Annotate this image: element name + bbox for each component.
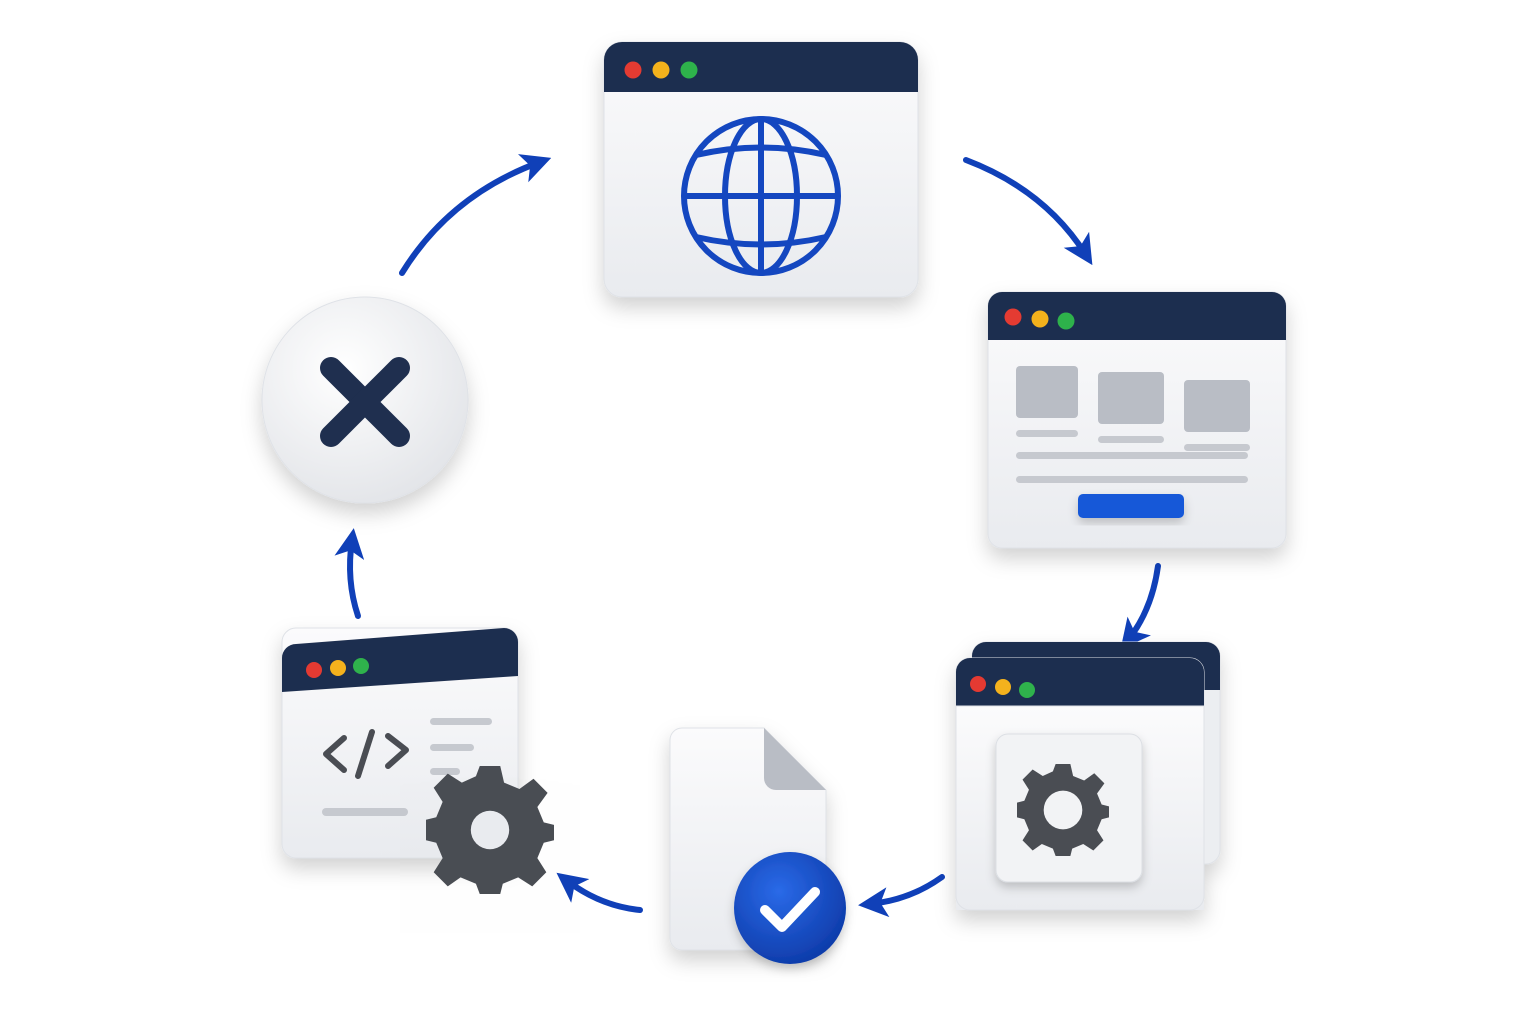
close-icon [320, 357, 410, 447]
minimize-dot [1031, 310, 1049, 328]
arrow-cancel-to-globe [399, 154, 552, 276]
cta-button[interactable] [1078, 494, 1184, 518]
text-line [1184, 444, 1250, 451]
gear-icon [426, 766, 554, 894]
cancel-button[interactable] [261, 296, 469, 504]
check-badge [734, 852, 846, 964]
stacked-config-window[interactable] [955, 641, 1221, 911]
code-build-window[interactable] [281, 627, 554, 894]
minimize-dot [330, 660, 346, 676]
arrow-layout-to-config [1120, 563, 1161, 650]
text-line [322, 808, 408, 816]
text-line [430, 768, 460, 775]
maximize-dot [1057, 312, 1075, 330]
close-dot [306, 662, 322, 678]
maximize-dot [1019, 682, 1035, 698]
check-icon [760, 887, 820, 932]
code-icon [323, 729, 409, 779]
text-line [430, 718, 492, 725]
maximize-dot [353, 658, 369, 674]
cycle-arrows [334, 154, 1161, 918]
image-placeholder [1016, 366, 1078, 418]
text-line [1016, 476, 1248, 483]
image-placeholder [1098, 372, 1164, 424]
text-line [1016, 430, 1078, 437]
image-placeholder [1184, 380, 1250, 432]
minimize-dot [995, 679, 1011, 695]
globe-icon [681, 116, 841, 276]
gear-icon [1017, 764, 1109, 856]
close-dot [624, 61, 642, 79]
text-line [1016, 452, 1248, 459]
minimize-dot [652, 61, 670, 79]
layout-icon [1016, 366, 1250, 518]
close-dot [1004, 308, 1022, 326]
arrow-document-to-code [556, 872, 643, 913]
text-line [1098, 436, 1164, 443]
arrow-config-to-document [858, 874, 945, 918]
text-line [430, 744, 474, 751]
maximize-dot [680, 61, 698, 79]
arrow-globe-to-layout [963, 157, 1093, 266]
close-dot [970, 676, 986, 692]
document-approved[interactable] [669, 727, 846, 964]
arrow-code-to-cancel [334, 528, 365, 619]
